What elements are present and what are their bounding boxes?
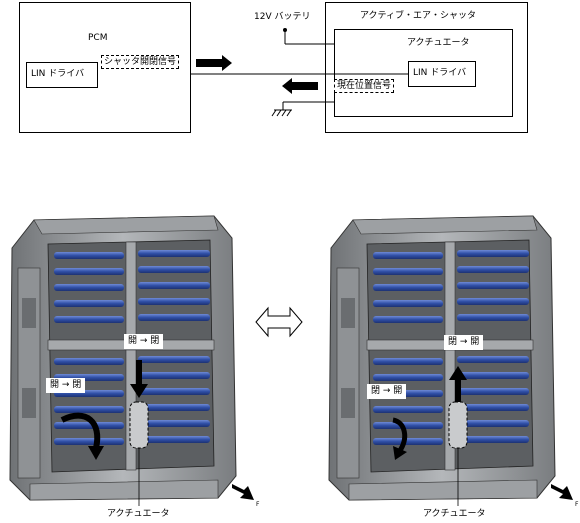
arrow-right-icon xyxy=(196,55,232,71)
actuator-lin-driver-box: LIN ドライバ xyxy=(408,61,476,87)
right-upper-callout: 閉 → 開 xyxy=(444,335,484,350)
right-actuator-label: アクチュエータ xyxy=(423,509,486,519)
pcm-lin-driver-box: LIN ドライバ xyxy=(26,62,98,88)
shutter-signal-label: シャッタ開閉信号 xyxy=(101,55,180,69)
left-shutter-illustration: F xyxy=(9,215,260,508)
left-upper-callout: 開 → 閉 xyxy=(124,334,164,349)
position-signal-label: 現在位置信号 xyxy=(334,79,395,93)
right-forward-mark: F xyxy=(575,501,579,508)
actuator-box: アクチュエータ xyxy=(334,29,513,117)
pcm-label: PCM xyxy=(88,33,108,43)
pcm-lin-driver-label: LIN ドライバ xyxy=(31,69,85,79)
arrow-left-icon xyxy=(282,78,318,94)
left-forward-mark: F xyxy=(256,501,260,508)
actuator-lin-driver-label: LIN ドライバ xyxy=(413,68,467,78)
block-diagram-wires xyxy=(190,28,408,117)
actuator-label: アクチュエータ xyxy=(407,38,470,48)
left-lower-callout: 開 → 閉 xyxy=(46,378,86,393)
right-lower-callout: 閉 → 開 xyxy=(367,384,407,399)
active-shutter-box: アクティブ・エア・シャッタ xyxy=(325,2,528,133)
battery-label: 12V バッテリ xyxy=(254,12,311,22)
toggle-arrow-icon xyxy=(255,306,303,338)
right-shutter-illustration: F xyxy=(328,215,579,508)
left-actuator-label: アクチュエータ xyxy=(107,509,170,519)
active-shutter-label: アクティブ・エア・シャッタ xyxy=(360,11,477,21)
